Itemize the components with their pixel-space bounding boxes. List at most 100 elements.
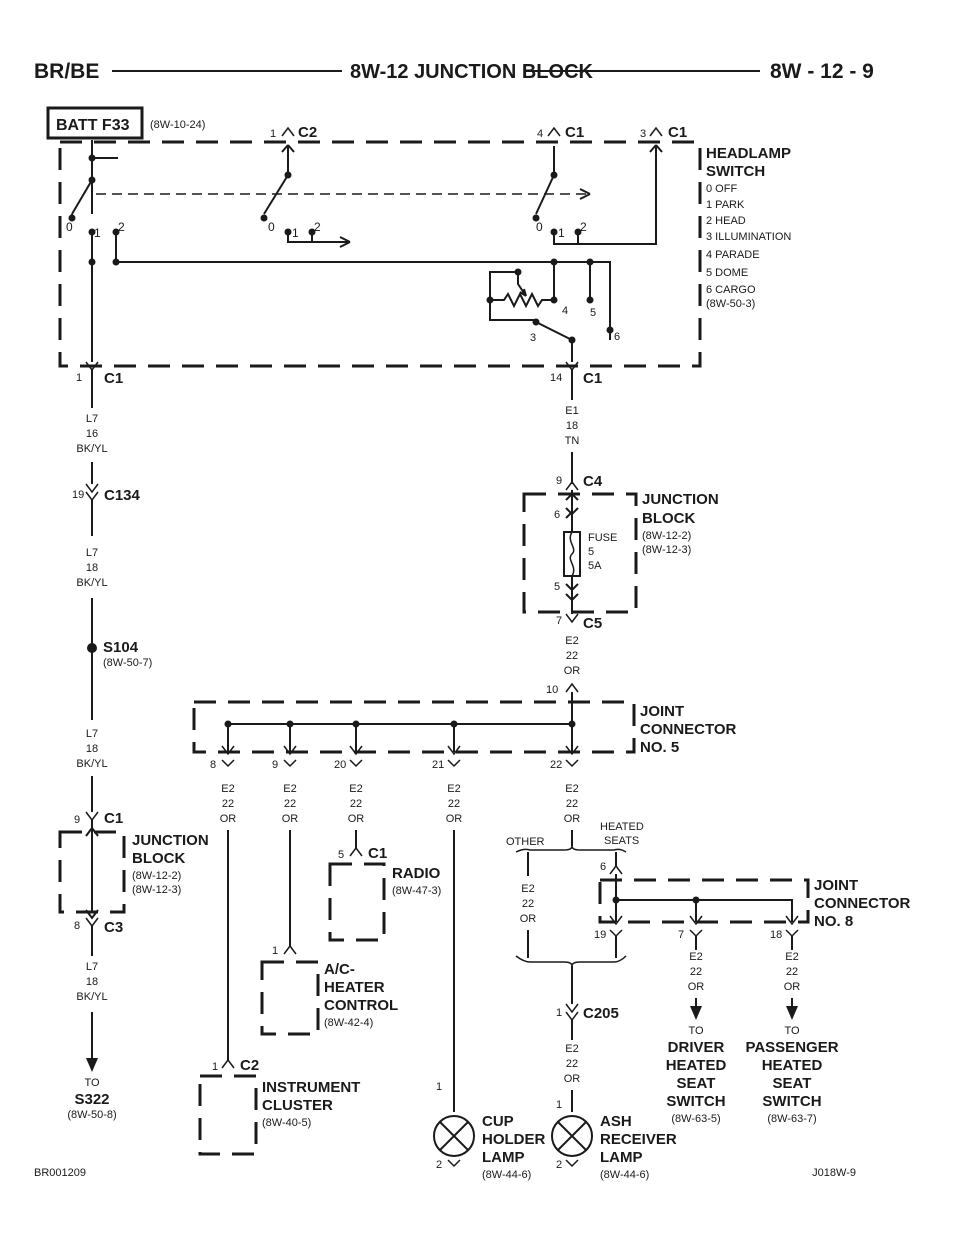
jc8-node-1 (612, 896, 620, 904)
svg-text:L7: L7 (86, 413, 98, 425)
jc5-input-pin: 10 (546, 684, 558, 696)
jb-left-ref-1: (8W-12-2) (132, 870, 181, 882)
svg-text:BK/YL: BK/YL (76, 443, 107, 455)
e1-wire-label: E1 18 TN (565, 405, 580, 447)
svg-text:BK/YL: BK/YL (76, 991, 107, 1003)
svg-text:E2: E2 (565, 635, 578, 647)
c5-label: C5 (583, 615, 602, 632)
jc5-title-1: JOINT (640, 703, 684, 720)
c205-pin: 1 (556, 1007, 562, 1019)
jc8-terminal-icons (609, 915, 799, 926)
passenger-label-3: SEAT (773, 1075, 812, 1092)
ac-ref: (8W-42-4) (324, 1017, 373, 1029)
jc5-pin-22: 22 (550, 759, 562, 771)
c4-label: C4 (583, 473, 603, 490)
c1a-connector-icon (547, 126, 561, 137)
contact-6: 6 (614, 331, 620, 343)
cup-lamp-pin-bottom: 2 (436, 1159, 442, 1171)
radio-conn: C1 (368, 845, 387, 862)
sw3-pos1: 1 (558, 226, 565, 240)
option-other: OTHER (506, 836, 545, 848)
joint-connector-8-box (598, 878, 810, 924)
position-4: 4 PARADE (706, 249, 760, 261)
svg-text:L7: L7 (86, 728, 98, 740)
svg-text:OR: OR (520, 913, 537, 925)
cluster-ref: (8W-40-5) (262, 1117, 311, 1129)
svg-text:E2: E2 (565, 1043, 578, 1055)
headlamp-switch-internals (68, 140, 663, 362)
jb-right-ref-1: (8W-12-2) (642, 530, 691, 542)
sw2-pos2: 2 (314, 220, 321, 234)
fuse-rating: 5A (588, 560, 602, 572)
ac-connector-icon (283, 944, 297, 955)
c5-icon (565, 613, 579, 624)
fuse-element (569, 531, 575, 577)
c1-bottom-right-pin: 14 (550, 372, 562, 384)
cup-lamp-label-1: CUP (482, 1113, 514, 1130)
c205-wire-label: E2 22 OR (564, 1043, 581, 1085)
jc5-pin-9: 9 (272, 759, 278, 771)
s322-ref: (8W-50-8) (67, 1109, 116, 1121)
option-brace-bottom (515, 955, 627, 967)
batt-label: BATT F33 (56, 117, 130, 134)
c2-pin: 1 (270, 128, 276, 140)
jb-left-c1-label: C1 (104, 810, 123, 827)
radio-ref: (8W-47-3) (392, 885, 441, 897)
position-1: 1 PARK (706, 199, 745, 211)
svg-text:L7: L7 (86, 961, 98, 973)
jc5-pin-21: 21 (432, 759, 444, 771)
option-brace-top (515, 845, 627, 853)
svg-text:TN: TN (565, 435, 580, 447)
c134-icon (85, 483, 99, 502)
svg-text:E2: E2 (447, 783, 460, 795)
batt-box (46, 106, 144, 140)
c1a-pin: 4 (537, 128, 543, 140)
c134-label: C134 (104, 487, 141, 504)
headlamp-positions: 0 OFF 1 PARK 2 HEAD 3 ILLUMINATION 4 PAR… (706, 183, 791, 310)
passenger-ref: (8W-63-7) (767, 1113, 816, 1125)
radio-connector-icon (349, 846, 363, 857)
svg-text:E2: E2 (565, 783, 578, 795)
svg-text:E2: E2 (521, 883, 534, 895)
svg-text:E2: E2 (689, 951, 702, 963)
jb-right-title-1: JUNCTION (642, 491, 719, 508)
svg-text:OR: OR (564, 813, 581, 825)
cup-lamp-label-3: LAMP (482, 1149, 525, 1166)
instrument-cluster-box (198, 1074, 258, 1156)
jc5-pin-connectors (221, 759, 579, 768)
arrow-down-icon (690, 1006, 798, 1020)
c4-pin: 9 (556, 475, 562, 487)
cluster-connector-icon (221, 1058, 235, 1069)
radio-pin: 5 (338, 849, 344, 861)
svg-text:OR: OR (784, 981, 801, 993)
ash-lamp-label-2: RECEIVER (600, 1131, 677, 1148)
contact-5: 5 (590, 307, 596, 319)
position-2: 2 HEAD (706, 215, 746, 227)
svg-text:22: 22 (786, 966, 798, 978)
jc5-title-3: NO. 5 (640, 739, 679, 756)
cup-lamp-ref: (8W-44-6) (482, 1169, 531, 1181)
fuse-number: 5 (588, 546, 594, 558)
jc5-drop-wires (227, 830, 573, 1096)
cluster-pin: 1 (212, 1061, 218, 1073)
svg-text:22: 22 (690, 966, 702, 978)
cluster-label-2: CLUSTER (262, 1097, 333, 1114)
c1b-connector-icon (649, 126, 663, 137)
svg-text:L7: L7 (86, 547, 98, 559)
ash-lamp-pin-bottom: 2 (556, 1159, 562, 1171)
fuse-terminals-icon (565, 492, 579, 602)
position-0: 0 OFF (706, 183, 737, 195)
svg-text:E2: E2 (283, 783, 296, 795)
jc8-input-pin: 6 (600, 861, 606, 873)
fuse-pin-bottom: 5 (554, 581, 560, 593)
jb-right-title-2: BLOCK (642, 510, 695, 527)
s104-ref: (8W-50-7) (103, 657, 152, 669)
sw2-pos1: 1 (292, 226, 299, 240)
svg-text:18: 18 (86, 743, 98, 755)
wire-gap (70, 722, 114, 768)
driver-ref: (8W-63-5) (671, 1113, 720, 1125)
svg-text:OR: OR (688, 981, 705, 993)
passenger-label-4: SWITCH (762, 1093, 821, 1110)
jc8-pin-19: 19 (594, 929, 606, 941)
svg-text:BK/YL: BK/YL (76, 577, 107, 589)
